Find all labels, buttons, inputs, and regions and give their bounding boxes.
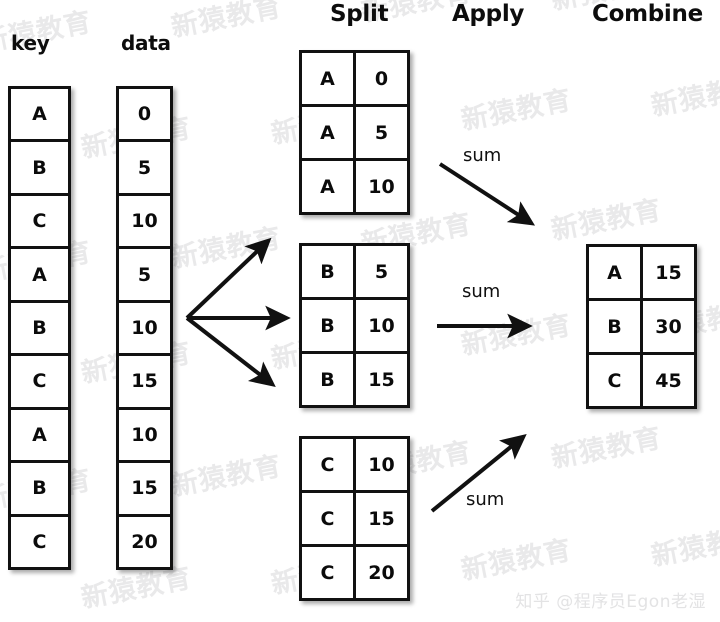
group-key-cell: B xyxy=(302,300,356,351)
data-column-table: 0 5 10 5 10 15 10 15 20 xyxy=(116,86,173,570)
table-row: A 5 xyxy=(302,107,407,161)
group-key-cell: C xyxy=(302,439,356,490)
data-cell: 20 xyxy=(119,516,170,567)
sum-label-group-b: sum xyxy=(462,281,501,302)
split-stage-heading: Split xyxy=(330,1,389,27)
key-cell: B xyxy=(11,463,68,517)
group-value-cell: 15 xyxy=(356,354,407,405)
combine-value-cell: 45 xyxy=(643,355,694,406)
split-arrow-to-group-a xyxy=(185,237,272,320)
table-row: A 15 xyxy=(589,247,694,301)
key-cell: C xyxy=(11,516,68,567)
data-cell: 15 xyxy=(119,356,170,410)
key-cell: A xyxy=(11,249,68,303)
watermark-text: 新猿教育 xyxy=(0,351,5,404)
split-group-c-table: C 10 C 15 C 20 xyxy=(299,436,410,601)
table-row: C 10 xyxy=(302,439,407,493)
apply-sum-arrow-a xyxy=(438,162,536,226)
group-value-cell: 10 xyxy=(356,161,407,212)
table-row: B 15 xyxy=(302,354,407,405)
data-cell: 10 xyxy=(119,409,170,464)
combine-key-cell: A xyxy=(589,247,643,298)
attribution-watermark: 知乎 @程序员Egon老湿 xyxy=(515,592,706,612)
data-cell: 5 xyxy=(119,249,170,303)
key-column-table: A B C A B C A B C xyxy=(8,86,71,570)
group-key-cell: B xyxy=(302,246,356,297)
table-row: C 45 xyxy=(589,355,694,406)
combine-value-cell: 30 xyxy=(643,301,694,352)
group-key-cell: A xyxy=(302,53,356,104)
key-cell: C xyxy=(11,356,68,410)
combine-value-cell: 15 xyxy=(643,247,694,298)
combine-key-cell: B xyxy=(589,301,643,352)
watermark-text: 新猿教育 xyxy=(168,222,285,275)
table-row: A 10 xyxy=(302,161,407,212)
table-row: B 10 xyxy=(302,300,407,354)
sum-label-group-a: sum xyxy=(463,145,502,166)
key-cell: C xyxy=(11,195,68,250)
data-column-heading: data xyxy=(121,31,171,55)
sum-label-group-c: sum xyxy=(466,489,505,510)
split-group-b-table: B 5 B 10 B 15 xyxy=(299,243,410,408)
group-key-cell: A xyxy=(302,161,356,212)
watermark-text: 新猿教育 xyxy=(168,450,285,503)
key-cell: B xyxy=(11,302,68,357)
table-row: A 0 xyxy=(302,53,407,107)
watermark-text: 新猿教育 xyxy=(458,84,575,137)
watermark-text: 新猿教育 xyxy=(648,520,720,573)
group-value-cell: 10 xyxy=(356,439,407,490)
combine-key-cell: C xyxy=(589,355,643,406)
data-cell: 10 xyxy=(119,302,170,357)
group-key-cell: A xyxy=(302,107,356,158)
watermark-text: 新猿教育 xyxy=(548,194,665,247)
key-cell: A xyxy=(11,409,68,464)
combine-stage-heading: Combine xyxy=(592,1,703,27)
group-value-cell: 20 xyxy=(356,547,407,598)
table-row: B 5 xyxy=(302,246,407,300)
table-row: C 20 xyxy=(302,547,407,598)
watermark-text: 新猿教育 xyxy=(0,126,5,179)
data-cell: 5 xyxy=(119,142,170,196)
combine-result-table: A 15 B 30 C 45 xyxy=(586,244,697,409)
key-cell: A xyxy=(11,89,68,143)
group-value-cell: 10 xyxy=(356,300,407,351)
watermark-text: 新猿教育 xyxy=(648,70,720,123)
key-column-heading: key xyxy=(11,31,50,55)
watermark-text: 新猿教育 xyxy=(168,0,285,44)
table-row: B 30 xyxy=(589,301,694,355)
data-cell: 0 xyxy=(119,89,170,143)
group-key-cell: C xyxy=(302,547,356,598)
data-cell: 15 xyxy=(119,463,170,517)
group-value-cell: 15 xyxy=(356,493,407,544)
group-key-cell: C xyxy=(302,493,356,544)
data-cell: 10 xyxy=(119,195,170,250)
apply-stage-heading: Apply xyxy=(452,1,525,27)
group-value-cell: 5 xyxy=(356,107,407,158)
key-cell: B xyxy=(11,142,68,196)
watermark-text: 新猿教育 xyxy=(458,309,575,362)
group-value-cell: 0 xyxy=(356,53,407,104)
split-group-a-table: A 0 A 5 A 10 xyxy=(299,50,410,215)
group-value-cell: 5 xyxy=(356,246,407,297)
split-arrow-to-group-c xyxy=(185,316,276,387)
watermark-text: 新猿教育 xyxy=(548,422,665,475)
watermark-text: 新猿教育 xyxy=(458,534,575,587)
watermark-text: 新猿教育 xyxy=(0,576,5,622)
group-key-cell: B xyxy=(302,354,356,405)
table-row: C 15 xyxy=(302,493,407,547)
